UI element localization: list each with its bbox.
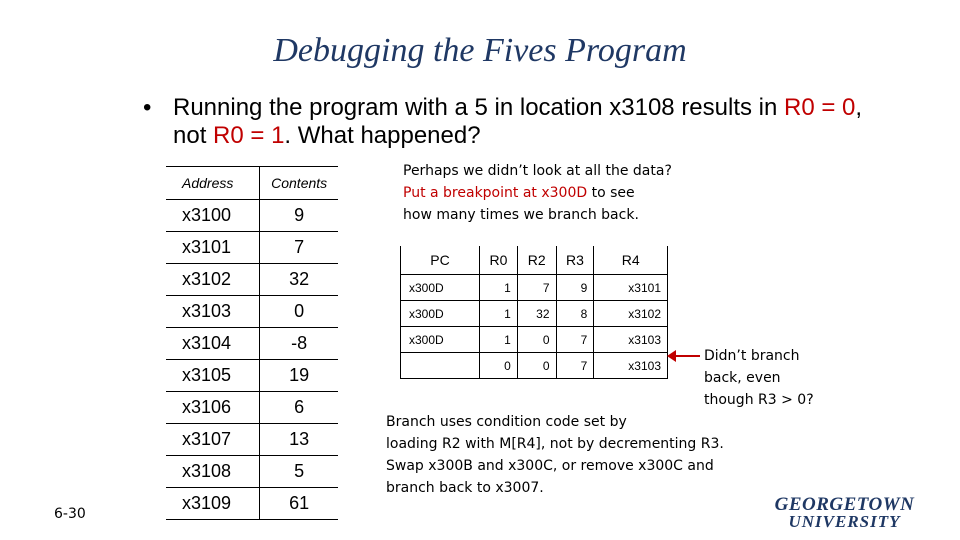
contents-cell: 13 — [259, 423, 338, 456]
r2-cell: 0 — [516, 352, 556, 379]
branch-note-line2: back, even — [704, 370, 781, 386]
address-cell: x3103 — [166, 295, 261, 328]
r2-cell: 0 — [516, 326, 556, 353]
address-cell: x3108 — [166, 455, 261, 488]
breakpoint-note-line2-rest: to see — [587, 185, 635, 201]
contents-cell: 0 — [259, 295, 338, 328]
r4-cell: x3103 — [593, 326, 668, 353]
pc-cell: x300D — [399, 300, 480, 327]
address-cell: x3102 — [166, 263, 261, 296]
explanation-line3: Swap x300B and x300C, or remove x300C an… — [386, 458, 714, 474]
address-cell: x3107 — [166, 423, 261, 456]
r4-cell: x3101 — [593, 274, 668, 301]
r2-header: R2 — [516, 246, 556, 275]
address-cell: x3100 — [166, 199, 261, 232]
contents-cell: 61 — [259, 487, 338, 520]
bullet-text: Running the program with a 5 in location… — [173, 94, 893, 150]
branch-note-line3-text: though R3 — [704, 392, 782, 408]
explanation-line1: Branch uses condition code set by — [386, 414, 627, 430]
contents-cell: 5 — [259, 455, 338, 488]
breakpoint-note-line1: Perhaps we didn’t look at all the data? — [403, 163, 672, 179]
contents-cell: 7 — [259, 231, 338, 264]
table-row: 0 0 7 x3103 — [399, 352, 668, 379]
address-cell: x3104 — [166, 327, 261, 360]
breakpoint-note-line3: how many times we branch back. — [403, 207, 639, 223]
table-row: x300D 1 32 8 x3102 — [399, 300, 668, 327]
r2-cell: 32 — [516, 300, 556, 327]
table-row: x3104-8 — [166, 327, 338, 360]
arrow-shaft — [670, 355, 700, 357]
address-cell: x3101 — [166, 231, 261, 264]
pc-cell — [399, 352, 480, 379]
bullet-text-part1: Running the program with a 5 in location… — [173, 94, 785, 121]
table-row: x300D 1 0 7 x3103 — [399, 326, 668, 353]
r3-cell: 9 — [555, 274, 594, 301]
branch-note-line3-op: > 0? — [781, 392, 814, 408]
breakpoint-note-highlight: Put a breakpoint at x300D — [403, 185, 588, 201]
contents-cell: 19 — [259, 359, 338, 392]
logo-line1: GEORGETOWN — [774, 494, 915, 515]
bullet-r0-zero: R0 = 0 — [784, 94, 856, 121]
r0-cell: 0 — [479, 352, 518, 379]
r3-cell: 7 — [555, 326, 594, 353]
r0-cell: 1 — [479, 300, 518, 327]
memory-table-header: Address Contents — [166, 166, 338, 200]
logo-line2: UNIVERSITY — [788, 512, 901, 531]
explanation-note: Branch uses condition code set by loadin… — [386, 411, 786, 499]
contents-cell: -8 — [259, 327, 338, 360]
breakpoint-note-line2: Put a breakpoint at x300D to see — [403, 182, 703, 204]
bullet-text-part2: , not — [173, 94, 863, 149]
explanation-line2: loading R2 with M[R4], not by decrementi… — [386, 436, 724, 452]
address-cell: x3105 — [166, 359, 261, 392]
r3-header: R3 — [555, 246, 594, 275]
r2-cell: 7 — [516, 274, 556, 301]
slide-number: 6-30 — [54, 506, 86, 522]
contents-header: Contents — [259, 166, 338, 200]
slide-title: Debugging the Fives Program — [273, 32, 687, 69]
contents-cell: 32 — [259, 263, 338, 296]
address-cell: x3109 — [166, 487, 261, 520]
r4-header: R4 — [593, 246, 668, 275]
address-header: Address — [166, 166, 261, 200]
address-cell: x3106 — [166, 391, 261, 424]
branch-note-line3: though R3 > 0? — [704, 389, 834, 411]
table-row: x300D 1 7 9 x3101 — [399, 274, 668, 301]
contents-cell: 9 — [259, 199, 338, 232]
pc-cell: x300D — [399, 274, 480, 301]
pc-cell: x300D — [399, 326, 480, 353]
breakpoint-note: Perhaps we didn’t look at all the data? … — [403, 160, 703, 226]
branch-note-line1: Didn’t branch — [704, 348, 800, 364]
r0-cell: 1 — [479, 326, 518, 353]
branch-note: Didn’t branch back, even though R3 > 0? — [704, 345, 834, 411]
r3-cell: 8 — [555, 300, 594, 327]
georgetown-logo: GEORGETOWN UNIVERSITY — [752, 494, 937, 531]
contents-cell: 6 — [259, 391, 338, 424]
explanation-line4: branch back to x3007. — [386, 480, 544, 496]
register-table-header: PC R0 R2 R3 R4 — [399, 246, 668, 275]
bullet-marker: • — [143, 94, 152, 121]
r0-header: R0 — [479, 246, 518, 275]
r0-cell: 1 — [479, 274, 518, 301]
r4-cell: x3102 — [593, 300, 668, 327]
bullet-r0-one: R0 = 1 — [213, 122, 285, 149]
r4-cell: x3103 — [593, 352, 668, 379]
bullet-text-part3: . What happened? — [284, 122, 481, 149]
register-table: PC R0 R2 R3 R4 x300D 1 7 9 x3101 x300D 1… — [399, 246, 668, 379]
r3-cell: 7 — [555, 352, 594, 379]
pc-header: PC — [399, 246, 480, 275]
